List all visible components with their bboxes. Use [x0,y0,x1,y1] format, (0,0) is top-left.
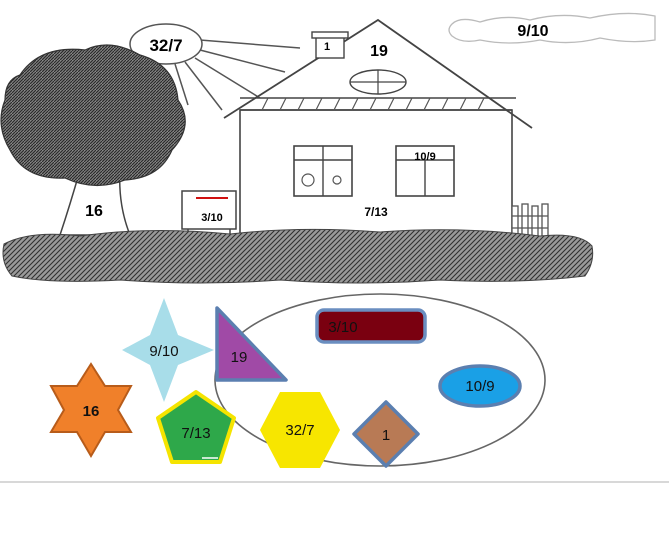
small-ellipse: 10/9 [438,364,522,408]
mailbox-label: 3/10 [201,212,222,224]
house-scene: 32/7 9/10 16 3/10 [0,12,656,284]
house: 1 19 10/9 7/13 [223,18,549,241]
triangle-label: 19 [231,349,248,366]
rounded-rectangle: 3/10 [315,308,427,344]
small-ellipse-label: 10/9 [465,378,494,395]
hexagon: 32/7 [260,392,340,468]
roof-label: 19 [370,43,388,60]
hexagon-label: 32/7 [285,422,314,439]
four-point-star: 9/10 [122,298,214,402]
cloud-label: 9/10 [517,23,548,40]
oval-outline [214,293,546,467]
four-point-star-label: 9/10 [149,343,178,360]
mailbox: 3/10 [181,190,237,238]
six-point-star: 16 [49,362,133,458]
diamond: 1 [352,400,420,468]
pentagon-label: 7/13 [181,425,210,442]
tree-label: 16 [85,203,103,220]
six-point-star-label: 16 [83,403,100,420]
tree: 16 [0,44,186,236]
sun-label: 32/7 [149,36,182,55]
triangle: 19 [215,306,288,382]
cloud: 9/10 [448,12,656,44]
fence [511,203,549,239]
diamond-label: 1 [382,427,390,444]
shapes-area: 9/10 19 3/10 10/9 16 7/13 [49,293,546,468]
chimney-label: 1 [324,41,330,53]
pentagon: 7/13 [156,390,236,464]
grass [2,228,594,284]
window-label: 10/9 [414,151,435,163]
rounded-rectangle-label: 3/10 [328,319,357,336]
wall-label: 7/13 [364,205,388,219]
sun-circle [129,23,203,65]
